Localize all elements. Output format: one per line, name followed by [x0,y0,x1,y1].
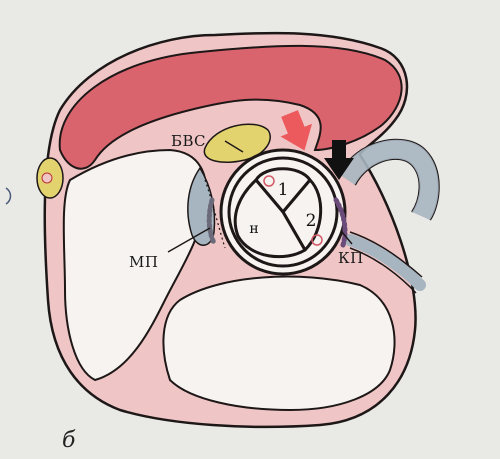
left-vessel [42,173,52,183]
lower-cavity [163,277,394,410]
edge-mark [6,188,11,204]
cusp-label-1: 1 [278,180,289,200]
label-mp: МП [129,253,158,271]
label-bvs: БВС [171,132,206,150]
cusp-label-n: н [249,221,258,237]
cusp-label-2: 2 [306,211,317,231]
panel-label: б [62,428,75,453]
label-kp: КП [338,249,364,267]
